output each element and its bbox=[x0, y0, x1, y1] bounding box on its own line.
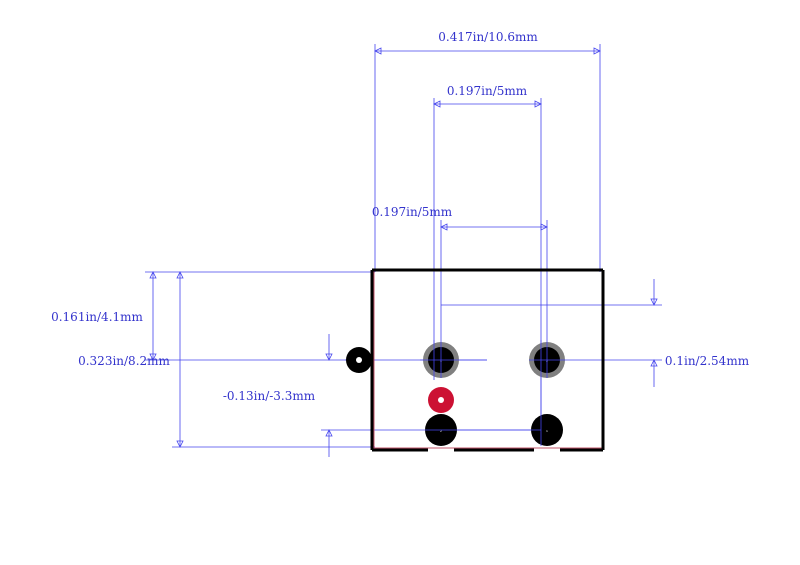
dim-pin-pitch-mid-label: 0.197in/5mm bbox=[372, 205, 453, 219]
dim-row-pitch: 0.1in/2.54mm bbox=[441, 279, 750, 387]
dim-bottom-offset-label: -0.13in/-3.3mm bbox=[223, 389, 316, 403]
dim-bottom-offset: -0.13in/-3.3mm bbox=[223, 334, 541, 457]
pad-4-label: 1 bbox=[546, 429, 548, 433]
dim-pin-pitch-top-label: 0.197in/5mm bbox=[447, 84, 528, 98]
courtyard-outline bbox=[373, 270, 603, 449]
dim-pin-pitch-top: 0.197in/5mm bbox=[433, 84, 542, 430]
pad-3-label: 2 bbox=[440, 429, 442, 433]
dim-overall-width: 0.417in/10.6mm bbox=[374, 30, 601, 272]
dim-top-offset: 0.161in/4.1mm bbox=[51, 271, 375, 361]
dim-top-offset-label: 0.161in/4.1mm bbox=[51, 310, 143, 324]
dim-overall-height-label: 0.323in/8.2mm bbox=[78, 354, 170, 368]
dim-row-pitch-label: 0.1in/2.54mm bbox=[665, 354, 750, 368]
dim-overall-width-label: 0.417in/10.6mm bbox=[438, 30, 538, 44]
dim-overall-height: 0.323in/8.2mm bbox=[78, 271, 375, 448]
dim-overlay bbox=[420, 340, 565, 446]
pad-4: 1 bbox=[531, 414, 563, 446]
keepout-drill bbox=[428, 387, 454, 413]
dim-pin-pitch-mid: 0.197in/5mm bbox=[372, 205, 548, 360]
mounting-marker bbox=[346, 347, 372, 373]
